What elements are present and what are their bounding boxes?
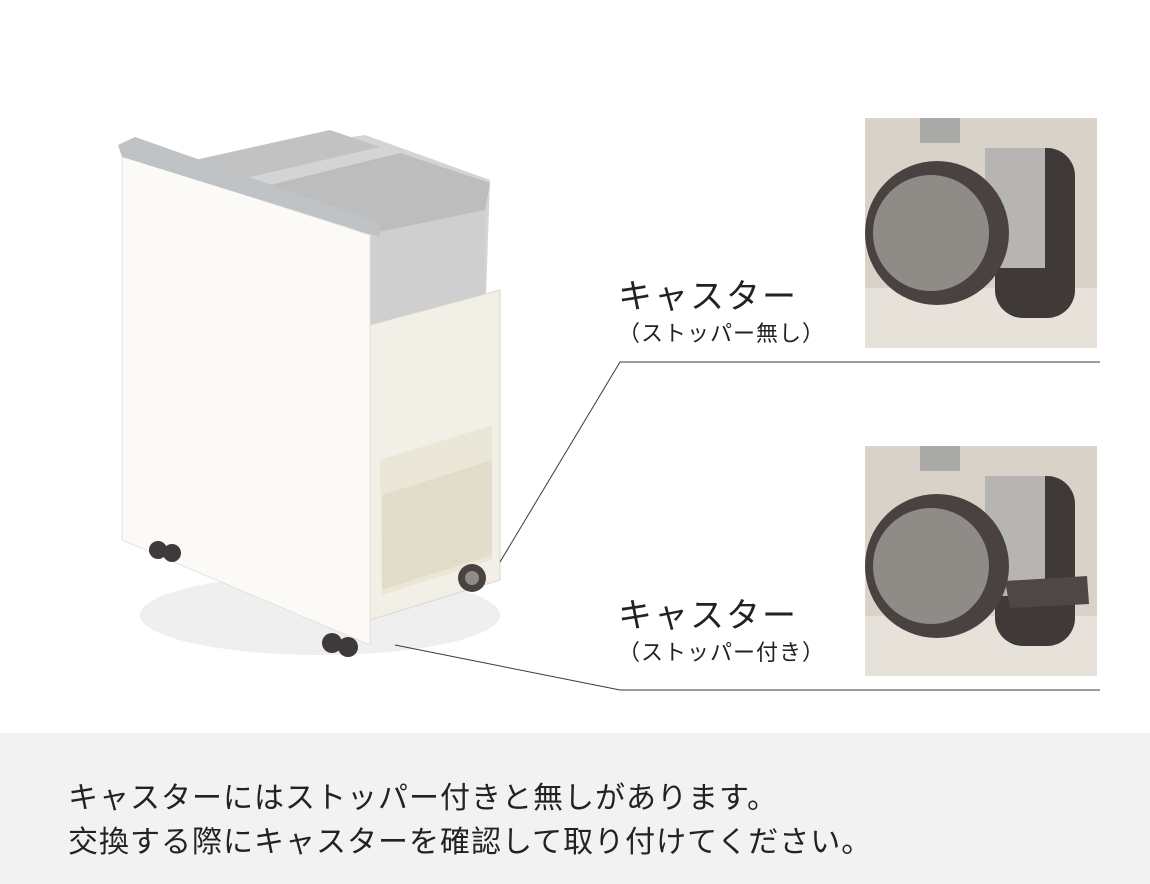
- cabinet-image: [118, 130, 501, 657]
- caster-no-stopper-label: キャスター （ストッパー無し）: [618, 277, 825, 349]
- caster-title: キャスター: [618, 596, 798, 636]
- note-line-1: キャスターにはストッパー付きと無しがあります。: [68, 781, 778, 816]
- caster-wheel-icon: [865, 118, 1097, 348]
- note-line-2: 交換する際にキャスターを確認して取り付けてください。: [68, 825, 873, 860]
- caster-title: キャスター: [618, 277, 798, 317]
- caster-with-stopper-photo: [865, 446, 1097, 676]
- product-figure: キャスター （ストッパー無し） キャスター （ストッパー付き）: [118, 118, 1100, 691]
- caster-subtitle: （ストッパー無し）: [618, 322, 826, 347]
- caster-no-stopper-photo: [865, 118, 1097, 348]
- caster-wheel-stopper-icon: [865, 446, 1097, 676]
- caster-subtitle: （ストッパー付き）: [618, 641, 826, 666]
- caster-with-stopper-label: キャスター （ストッパー付き）: [618, 596, 825, 668]
- note-panel: キャスターにはストッパー付きと無しがあります。 交換する際にキャスターを確認して…: [0, 733, 1150, 884]
